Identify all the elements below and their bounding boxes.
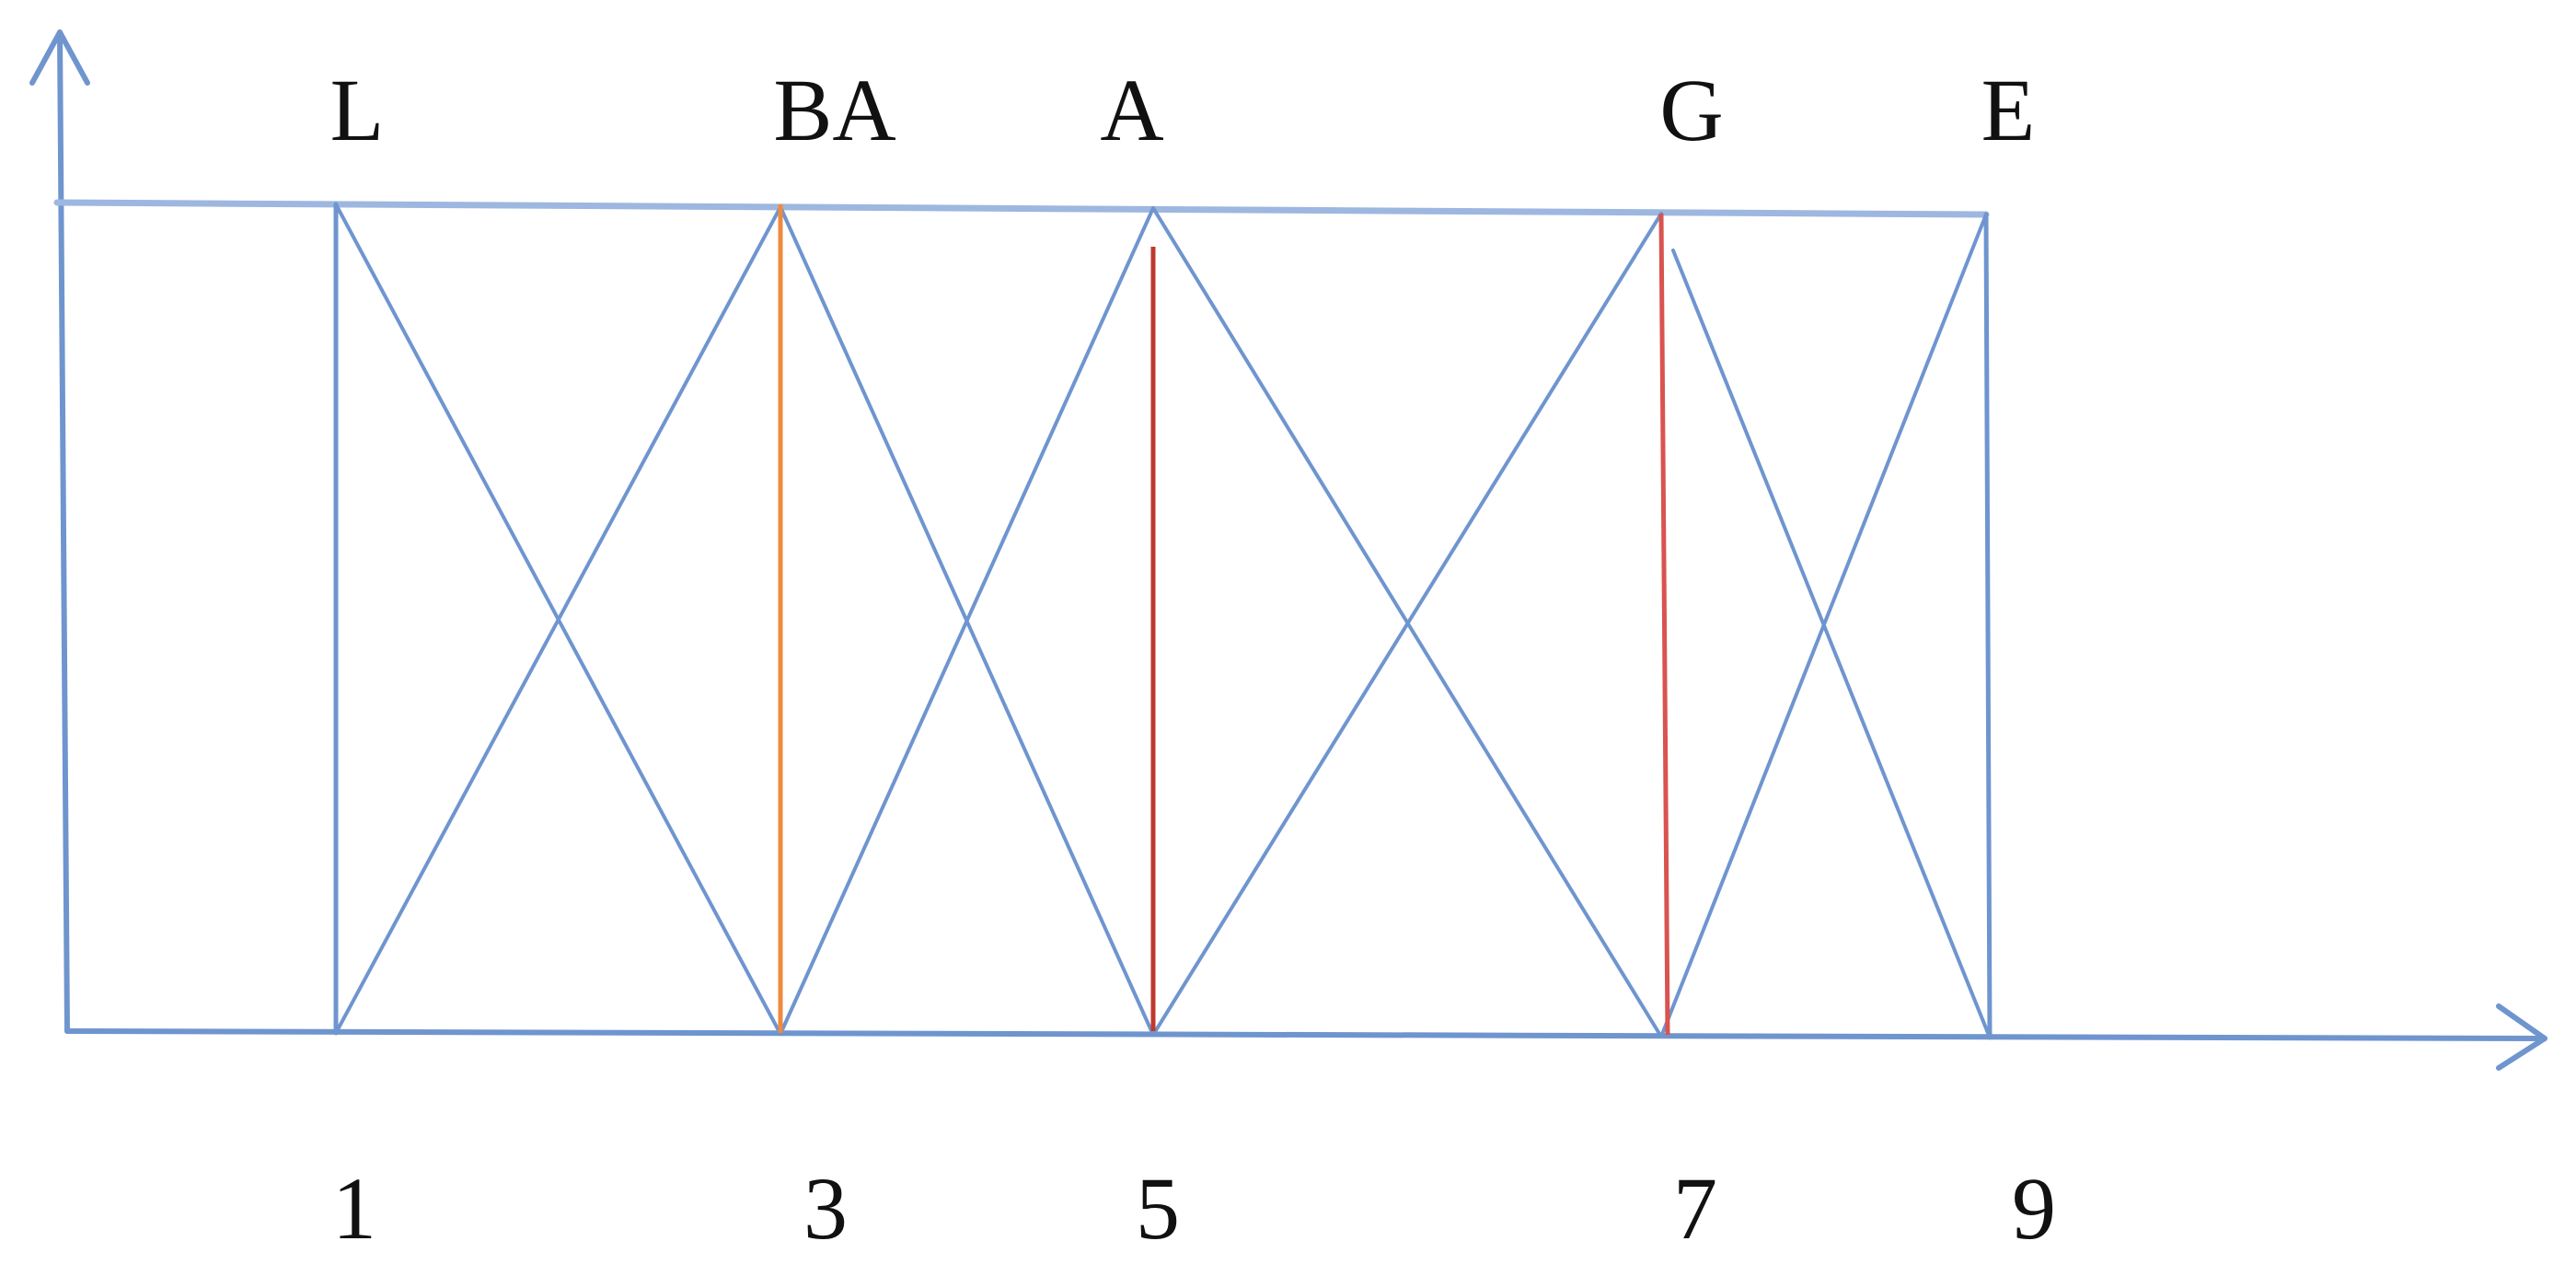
axes (29, 29, 2547, 1071)
mf-g (1151, 212, 1663, 1037)
top-labels: L BA A G E (330, 61, 2036, 159)
mf-g-right (1671, 249, 1992, 1039)
bottom-label-5: 5 (1136, 1159, 1180, 1258)
bottom-label-7: 7 (1673, 1159, 1717, 1258)
right-boundary-line (1983, 212, 1993, 1040)
bottom-label-1: 1 (332, 1159, 376, 1258)
top-label-a: A (1100, 61, 1163, 159)
bottom-label-9: 9 (2012, 1159, 2056, 1258)
top-label-ba: BA (773, 61, 895, 159)
y-axis (57, 29, 70, 1034)
membership-functions (334, 203, 1992, 1039)
mf-ba (334, 205, 1155, 1037)
top-level-line (53, 199, 1990, 218)
mf-e (1659, 213, 1988, 1038)
top-label-g: G (1659, 61, 1723, 159)
bottom-label-3: 3 (803, 1159, 848, 1258)
top-label-l: L (330, 61, 385, 159)
mf-a (779, 206, 1663, 1038)
bottom-labels: 1 3 5 7 9 (332, 1159, 2056, 1258)
marker-g-line (1658, 213, 1670, 1036)
x-axis-arrowhead (2496, 1003, 2547, 1071)
top-label-e: E (1981, 61, 2036, 159)
y-axis-arrowhead (29, 29, 90, 86)
x-axis (64, 1028, 2547, 1041)
